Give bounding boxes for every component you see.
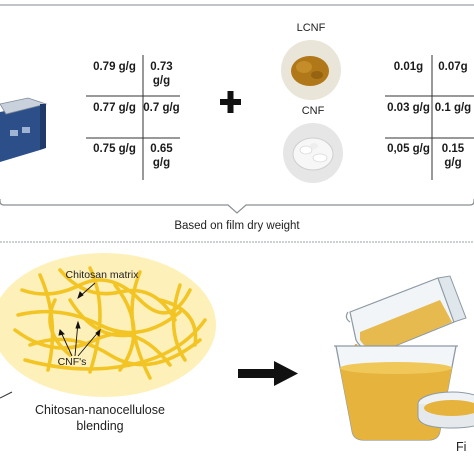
lcnf-sample-icon bbox=[281, 40, 341, 100]
right-table-r2-c2: 0.1 g/g bbox=[434, 102, 472, 114]
chitosan-matrix-label: Chitosan matrix bbox=[65, 269, 139, 281]
cnf-label: CNF bbox=[301, 105, 325, 117]
dry-weight-bracket bbox=[0, 199, 474, 214]
left-table-r2-c1: 0.77 g/g bbox=[93, 102, 136, 114]
hot-plate-icon bbox=[0, 97, 48, 162]
cnf-sample-icon bbox=[283, 123, 343, 183]
nanocellulose-fibres bbox=[13, 266, 207, 380]
petri-dish-icon bbox=[417, 391, 474, 429]
right-table-r3-c2: 0.15 g/g bbox=[441, 143, 465, 169]
left-table-r1-c2: 0.73 g/g bbox=[150, 61, 173, 87]
film-label: Fi bbox=[456, 440, 467, 454]
lcnf-label: LCNF bbox=[296, 22, 326, 34]
right-table-r1-c2: 0.07g bbox=[438, 61, 468, 73]
blending-label: Chitosan-nanocellulose blending bbox=[35, 403, 165, 433]
left-table-r2-c2: 0.7 g/g bbox=[143, 102, 180, 114]
pouring-beaker-icon bbox=[345, 275, 467, 353]
dry-weight-label: Based on film dry weight bbox=[174, 220, 300, 232]
plus-icon bbox=[220, 91, 241, 113]
annotation-pointers bbox=[58, 282, 101, 357]
left-table-r3-c1: 0.75 g/g bbox=[93, 143, 136, 155]
left-edge-line bbox=[0, 391, 13, 399]
right-table-r2-c1: 0.03 g/g bbox=[387, 102, 430, 114]
left-table-r3-c2: 0.65 g/g bbox=[150, 143, 173, 169]
left-table-r1-c1: 0.79 g/g bbox=[93, 61, 136, 73]
cnfs-label: CNF's bbox=[57, 356, 87, 368]
right-table-r1-c1: 0.01g bbox=[393, 61, 424, 73]
arrow-right-icon bbox=[238, 361, 298, 386]
right-table-r3-c1: 0,05 g/g bbox=[387, 143, 430, 155]
